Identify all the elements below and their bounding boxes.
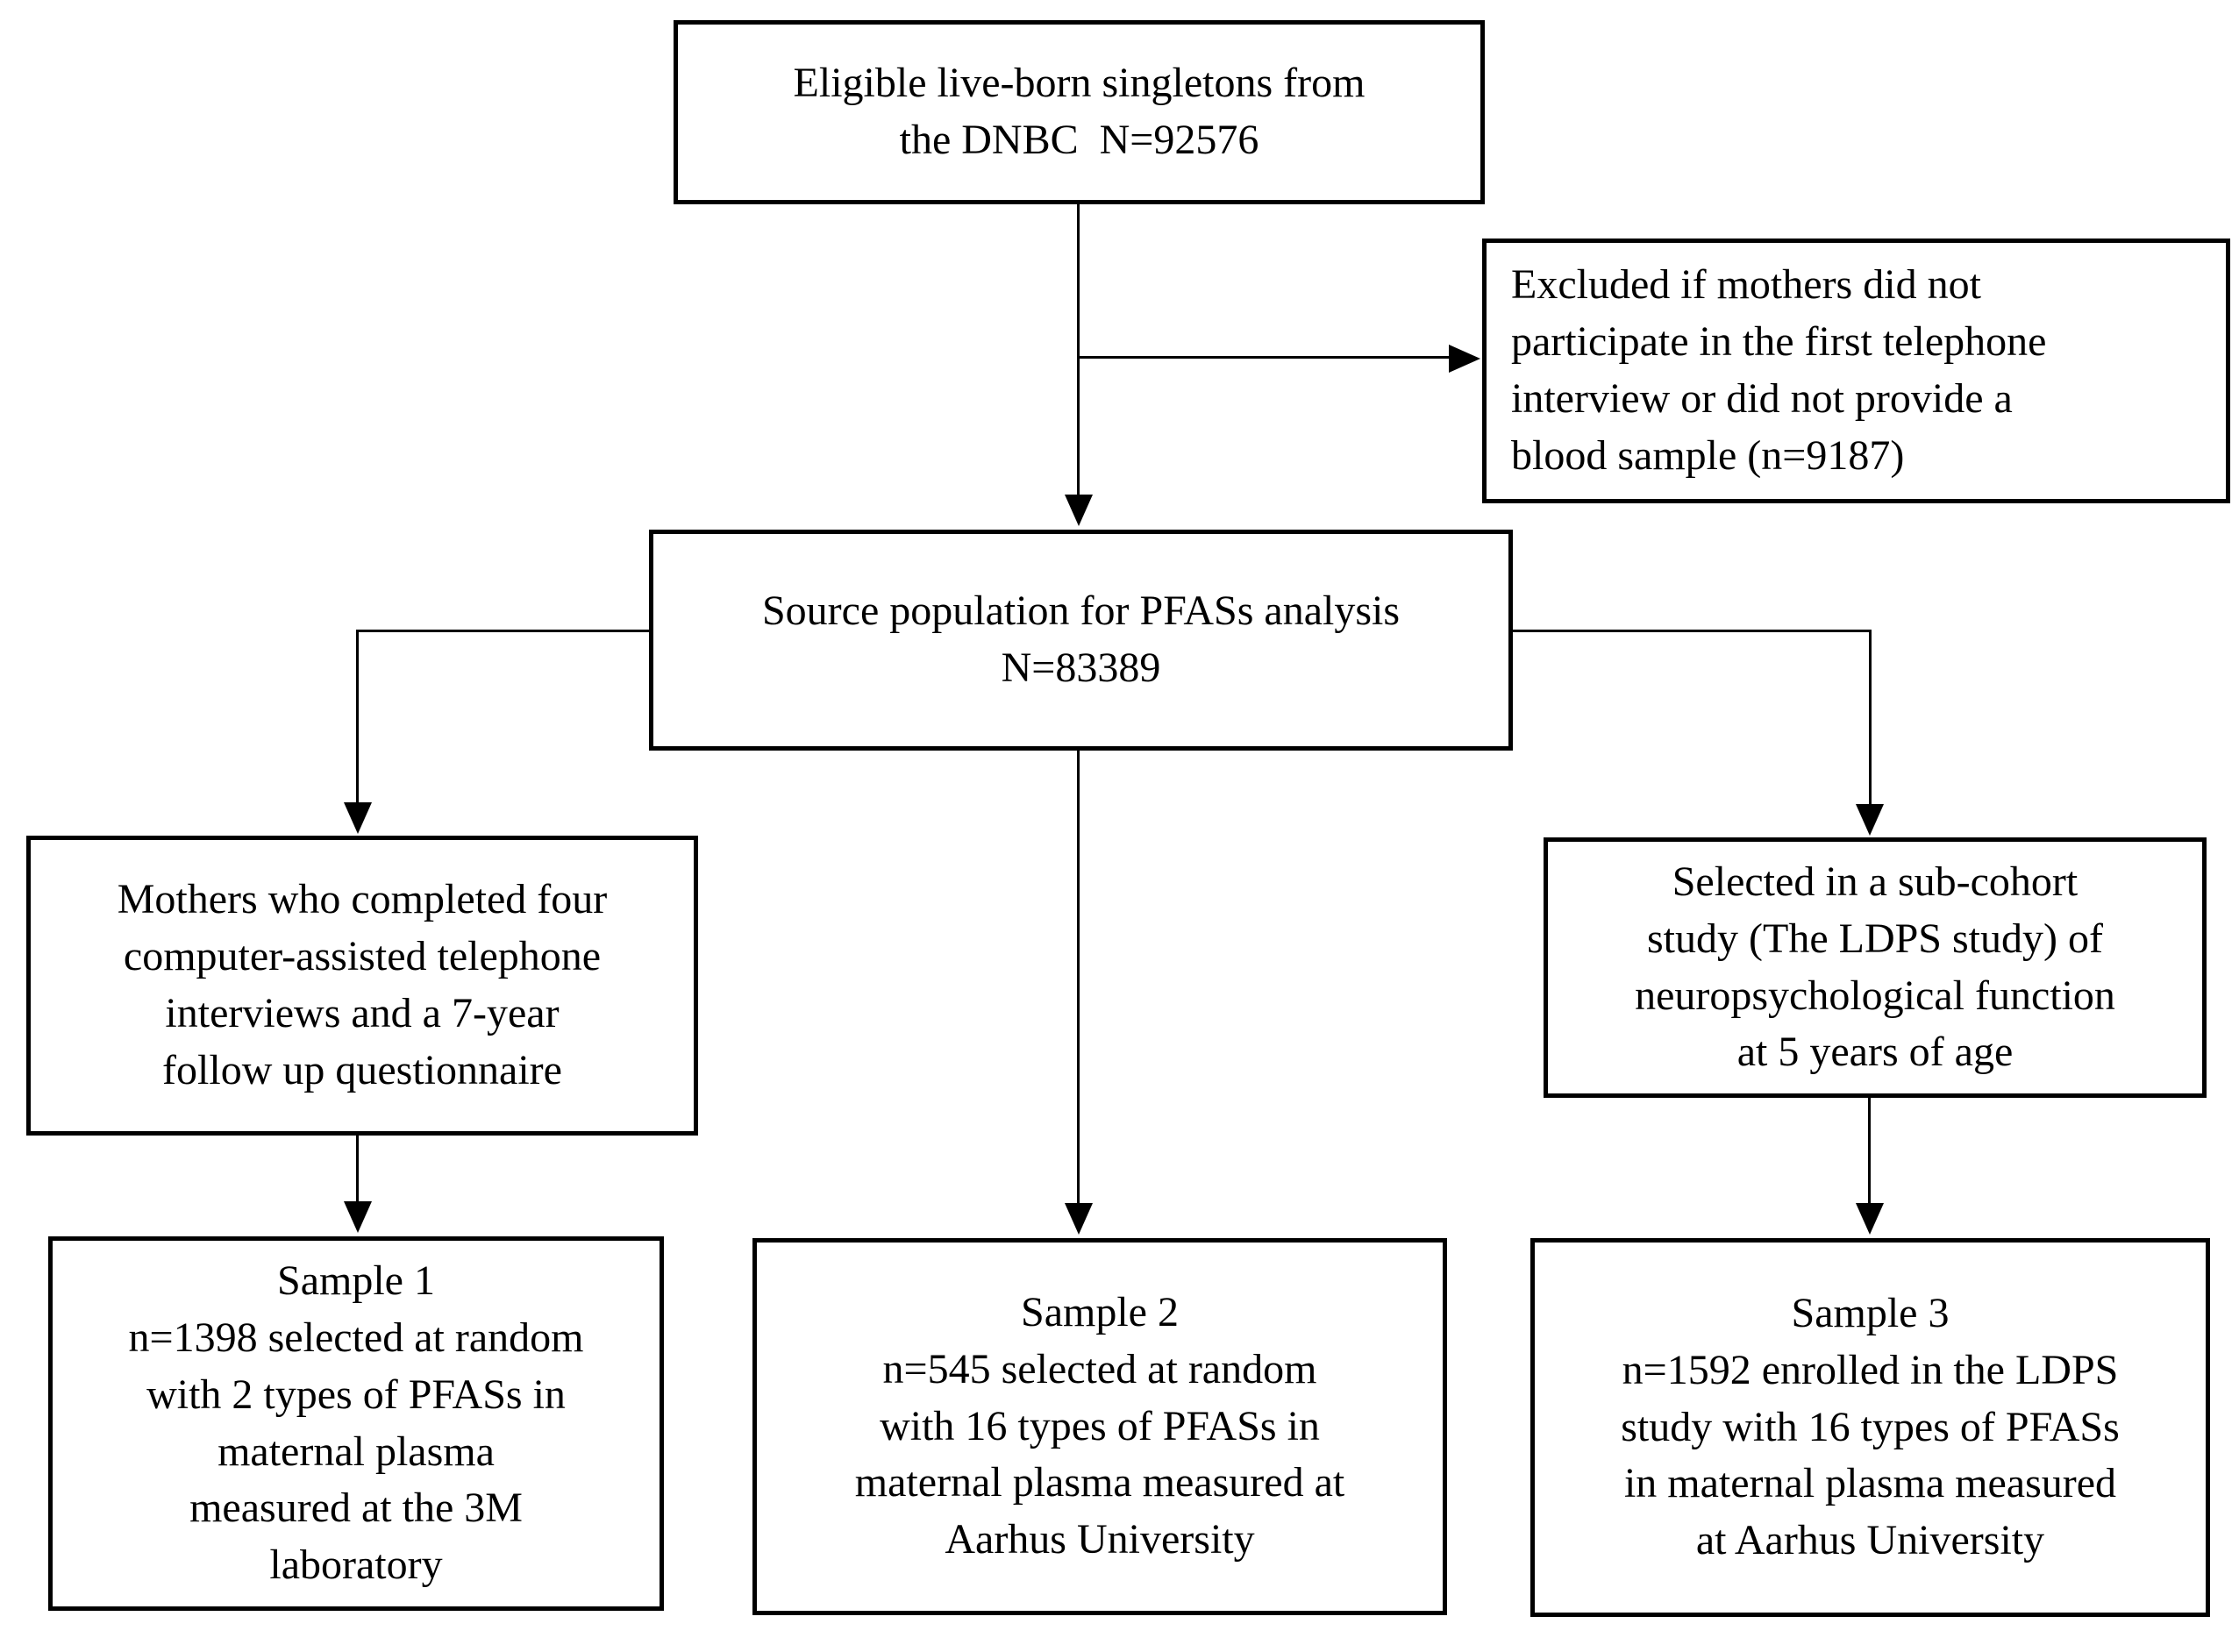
arrowhead-down-icon xyxy=(1856,804,1884,836)
arrowhead-right-icon xyxy=(1449,345,1480,373)
box-sample-1: Sample 1 n=1398 selected at random with … xyxy=(48,1236,664,1611)
connector-subcohort-to-sample-3 xyxy=(1868,1098,1871,1206)
box-excluded: Excluded if mothers did not participate … xyxy=(1482,239,2230,503)
box-interviews-text: Mothers who completed four computer-assi… xyxy=(117,876,608,1093)
box-excluded-text: Excluded if mothers did not participate … xyxy=(1511,261,2047,479)
connector-source-to-subcohort-horizontal xyxy=(1513,630,1872,632)
box-sample-3: Sample 3 n=1592 enrolled in the LDPS stu… xyxy=(1530,1238,2210,1617)
connector-source-to-subcohort-vertical xyxy=(1869,630,1872,807)
box-sample-3-text: Sample 3 n=1592 enrolled in the LDPS stu… xyxy=(1621,1290,2120,1564)
box-eligible-population: Eligible live-born singletons from the D… xyxy=(674,20,1485,204)
box-subcohort-text: Selected in a sub-cohort study (The LDPS… xyxy=(1635,858,2115,1076)
connector-source-to-interviews-vertical xyxy=(356,630,359,805)
connector-interviews-to-sample-1 xyxy=(356,1136,359,1203)
arrowhead-down-icon xyxy=(344,802,372,834)
arrowhead-down-icon xyxy=(1856,1203,1884,1235)
connector-source-to-sample-2 xyxy=(1077,751,1080,1206)
arrowhead-down-icon xyxy=(1065,1203,1093,1235)
connector-source-to-interviews-horizontal xyxy=(356,630,649,632)
box-source-population-text: Source population for PFASs analysis N=8… xyxy=(761,587,1401,691)
arrowhead-down-icon xyxy=(1065,495,1093,526)
box-interviews: Mothers who completed four computer-assi… xyxy=(26,836,698,1136)
box-sample-2-text: Sample 2 n=545 selected at random with 1… xyxy=(854,1289,1345,1563)
box-sample-2: Sample 2 n=545 selected at random with 1… xyxy=(752,1238,1447,1615)
box-subcohort: Selected in a sub-cohort study (The LDPS… xyxy=(1544,837,2207,1098)
box-sample-1-text: Sample 1 n=1398 selected at random with … xyxy=(128,1257,584,1589)
arrowhead-down-icon xyxy=(344,1201,372,1233)
box-eligible-population-text: Eligible live-born singletons from the D… xyxy=(793,60,1366,163)
box-source-population: Source population for PFASs analysis N=8… xyxy=(649,530,1513,751)
connector-branch-to-excluded xyxy=(1077,356,1451,359)
connector-eligible-to-source xyxy=(1077,204,1080,500)
